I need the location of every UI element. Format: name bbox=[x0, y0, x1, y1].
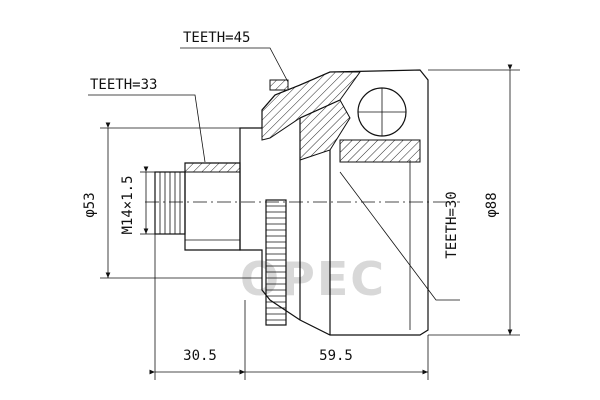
ball-bearing bbox=[357, 87, 407, 137]
threaded-stub bbox=[154, 171, 186, 235]
teeth-shaft-label: TEETH=33 bbox=[90, 77, 157, 93]
watermark-text: OPEC bbox=[240, 252, 386, 306]
dim-thread-lines bbox=[140, 166, 155, 235]
dim-30-5-label: 30.5 bbox=[183, 348, 217, 364]
dim-phi53-label: φ53 bbox=[82, 192, 98, 217]
outer-housing bbox=[239, 69, 429, 336]
abs-ring bbox=[265, 199, 287, 326]
dim-phi88-label: φ88 bbox=[484, 192, 500, 217]
dim-phi88-lines bbox=[428, 64, 520, 336]
splined-shaft bbox=[184, 162, 241, 251]
dim-thread-label: M14×1.5 bbox=[120, 175, 136, 234]
top-tab bbox=[269, 79, 289, 91]
leader-lines bbox=[88, 47, 460, 301]
teeth-inner-label: TEETH=30 bbox=[444, 191, 460, 258]
dim-bottom-lines bbox=[149, 234, 429, 380]
dim-phi53-lines bbox=[100, 122, 262, 279]
dim-59-5-label: 59.5 bbox=[319, 348, 353, 364]
teeth-outer-label: TEETH=45 bbox=[183, 30, 250, 46]
